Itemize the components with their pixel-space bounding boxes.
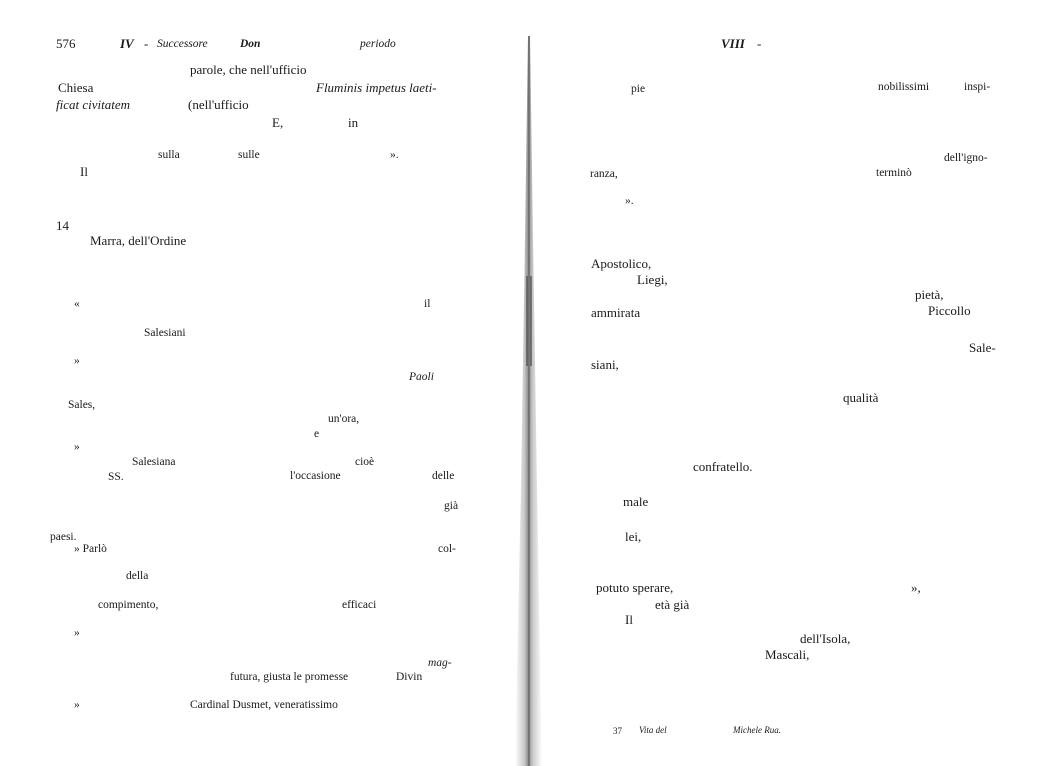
footnote-text: Vita del (639, 725, 667, 735)
text-fragment: Marra, dell'Ordine (90, 233, 187, 248)
text-fragment: Il (80, 164, 88, 179)
header-chapter: IV (120, 36, 134, 51)
text-fragment: (nell'ufficio (188, 97, 249, 112)
text-fragment: col- (438, 543, 456, 555)
text-fragment: ficat civitatem (56, 97, 131, 112)
text-fragment: futura, giusta le promesse (230, 671, 349, 683)
header-title-a: Successore (157, 38, 208, 50)
text-fragment: nobilissimi (878, 81, 930, 93)
text-fragment: sulla (158, 149, 180, 161)
text-fragment: lei, (625, 529, 642, 544)
header-title-c: periodo (360, 38, 396, 50)
text-fragment: » (74, 355, 80, 367)
text-fragment: confratello. (693, 459, 753, 474)
text-fragment: Chiesa (58, 80, 94, 95)
text-fragment: dell'igno- (944, 152, 988, 164)
text-fragment: efficaci (342, 599, 377, 611)
text-fragment: Salesiani (144, 327, 186, 339)
footnote-text: Michele Rua. (733, 725, 781, 735)
text-fragment: male (623, 494, 649, 509)
header-dash: - (757, 36, 762, 51)
gutter-shadow (515, 36, 542, 766)
text-fragment: SS. (108, 471, 124, 483)
text-fragment: già (444, 500, 459, 512)
text-fragment: Piccollo (928, 303, 971, 318)
text-fragment: l'occasione (290, 470, 341, 482)
text-fragment: compimento, (98, 599, 159, 611)
text-fragment: » Parlò (74, 543, 107, 555)
text-fragment: » (74, 627, 80, 639)
text-fragment: un'ora, (328, 413, 360, 425)
text-fragment: il (424, 298, 431, 310)
text-fragment: cioè (355, 456, 375, 468)
text-fragment: terminò (876, 167, 912, 179)
text-fragment: Il (625, 612, 633, 627)
text-fragment: Sale- (969, 340, 996, 355)
text-fragment: » (74, 699, 80, 711)
left-page: 576 IV - Successore Don periodo parole, … (0, 0, 520, 766)
page-number: 576 (56, 36, 76, 51)
text-fragment: parole, che nell'ufficio (190, 62, 307, 77)
text-fragment: », (911, 580, 921, 595)
text-fragment: della (126, 570, 149, 582)
header-chapter: VIII (721, 36, 745, 51)
text-fragment: qualità (843, 390, 879, 405)
text-fragment: E, (272, 115, 284, 130)
text-fragment: sulle (238, 149, 260, 161)
text-fragment: in (348, 115, 359, 130)
text-fragment: e (314, 428, 320, 440)
text-fragment: pie (631, 83, 646, 95)
right-page: VIII - pie nobilissimi inspi- dell'igno-… (545, 0, 1060, 766)
text-fragment: ». (390, 149, 399, 161)
text-fragment: inspi- (964, 81, 991, 93)
text-fragment: Cardinal Dusmet, veneratissimo (190, 699, 338, 711)
text-fragment: siani, (591, 357, 619, 372)
text-fragment: Mascali, (765, 647, 810, 662)
text-fragment: Apostolico, (591, 256, 652, 271)
text-fragment: età già (655, 597, 690, 612)
header-dash: - (144, 36, 149, 51)
text-fragment: mag- (428, 657, 452, 669)
text-fragment: potuto sperare, (596, 580, 674, 595)
text-fragment: ranza, (590, 168, 618, 180)
text-fragment: paesi. (50, 531, 77, 543)
text-fragment: Divin (396, 671, 423, 683)
book-gutter (511, 36, 547, 766)
text-fragment: pietà, (915, 287, 944, 302)
text-fragment: Liegi, (637, 272, 668, 287)
text-fragment: Sales, (68, 399, 96, 411)
text-fragment: » (74, 441, 80, 453)
text-fragment: delle (432, 470, 455, 482)
text-fragment: Fluminis impetus laeti- (316, 80, 437, 95)
text-fragment: ». (625, 195, 634, 207)
text-fragment: ammirata (591, 305, 641, 320)
text-fragment: Salesiana (132, 456, 176, 468)
text-fragment: Paoli (409, 371, 434, 383)
text-fragment: 14 (56, 218, 69, 233)
header-title-b: Don (240, 38, 261, 50)
text-fragment: « (74, 298, 80, 310)
footnote-number: 37 (613, 726, 622, 736)
text-fragment: dell'Isola, (800, 631, 851, 646)
